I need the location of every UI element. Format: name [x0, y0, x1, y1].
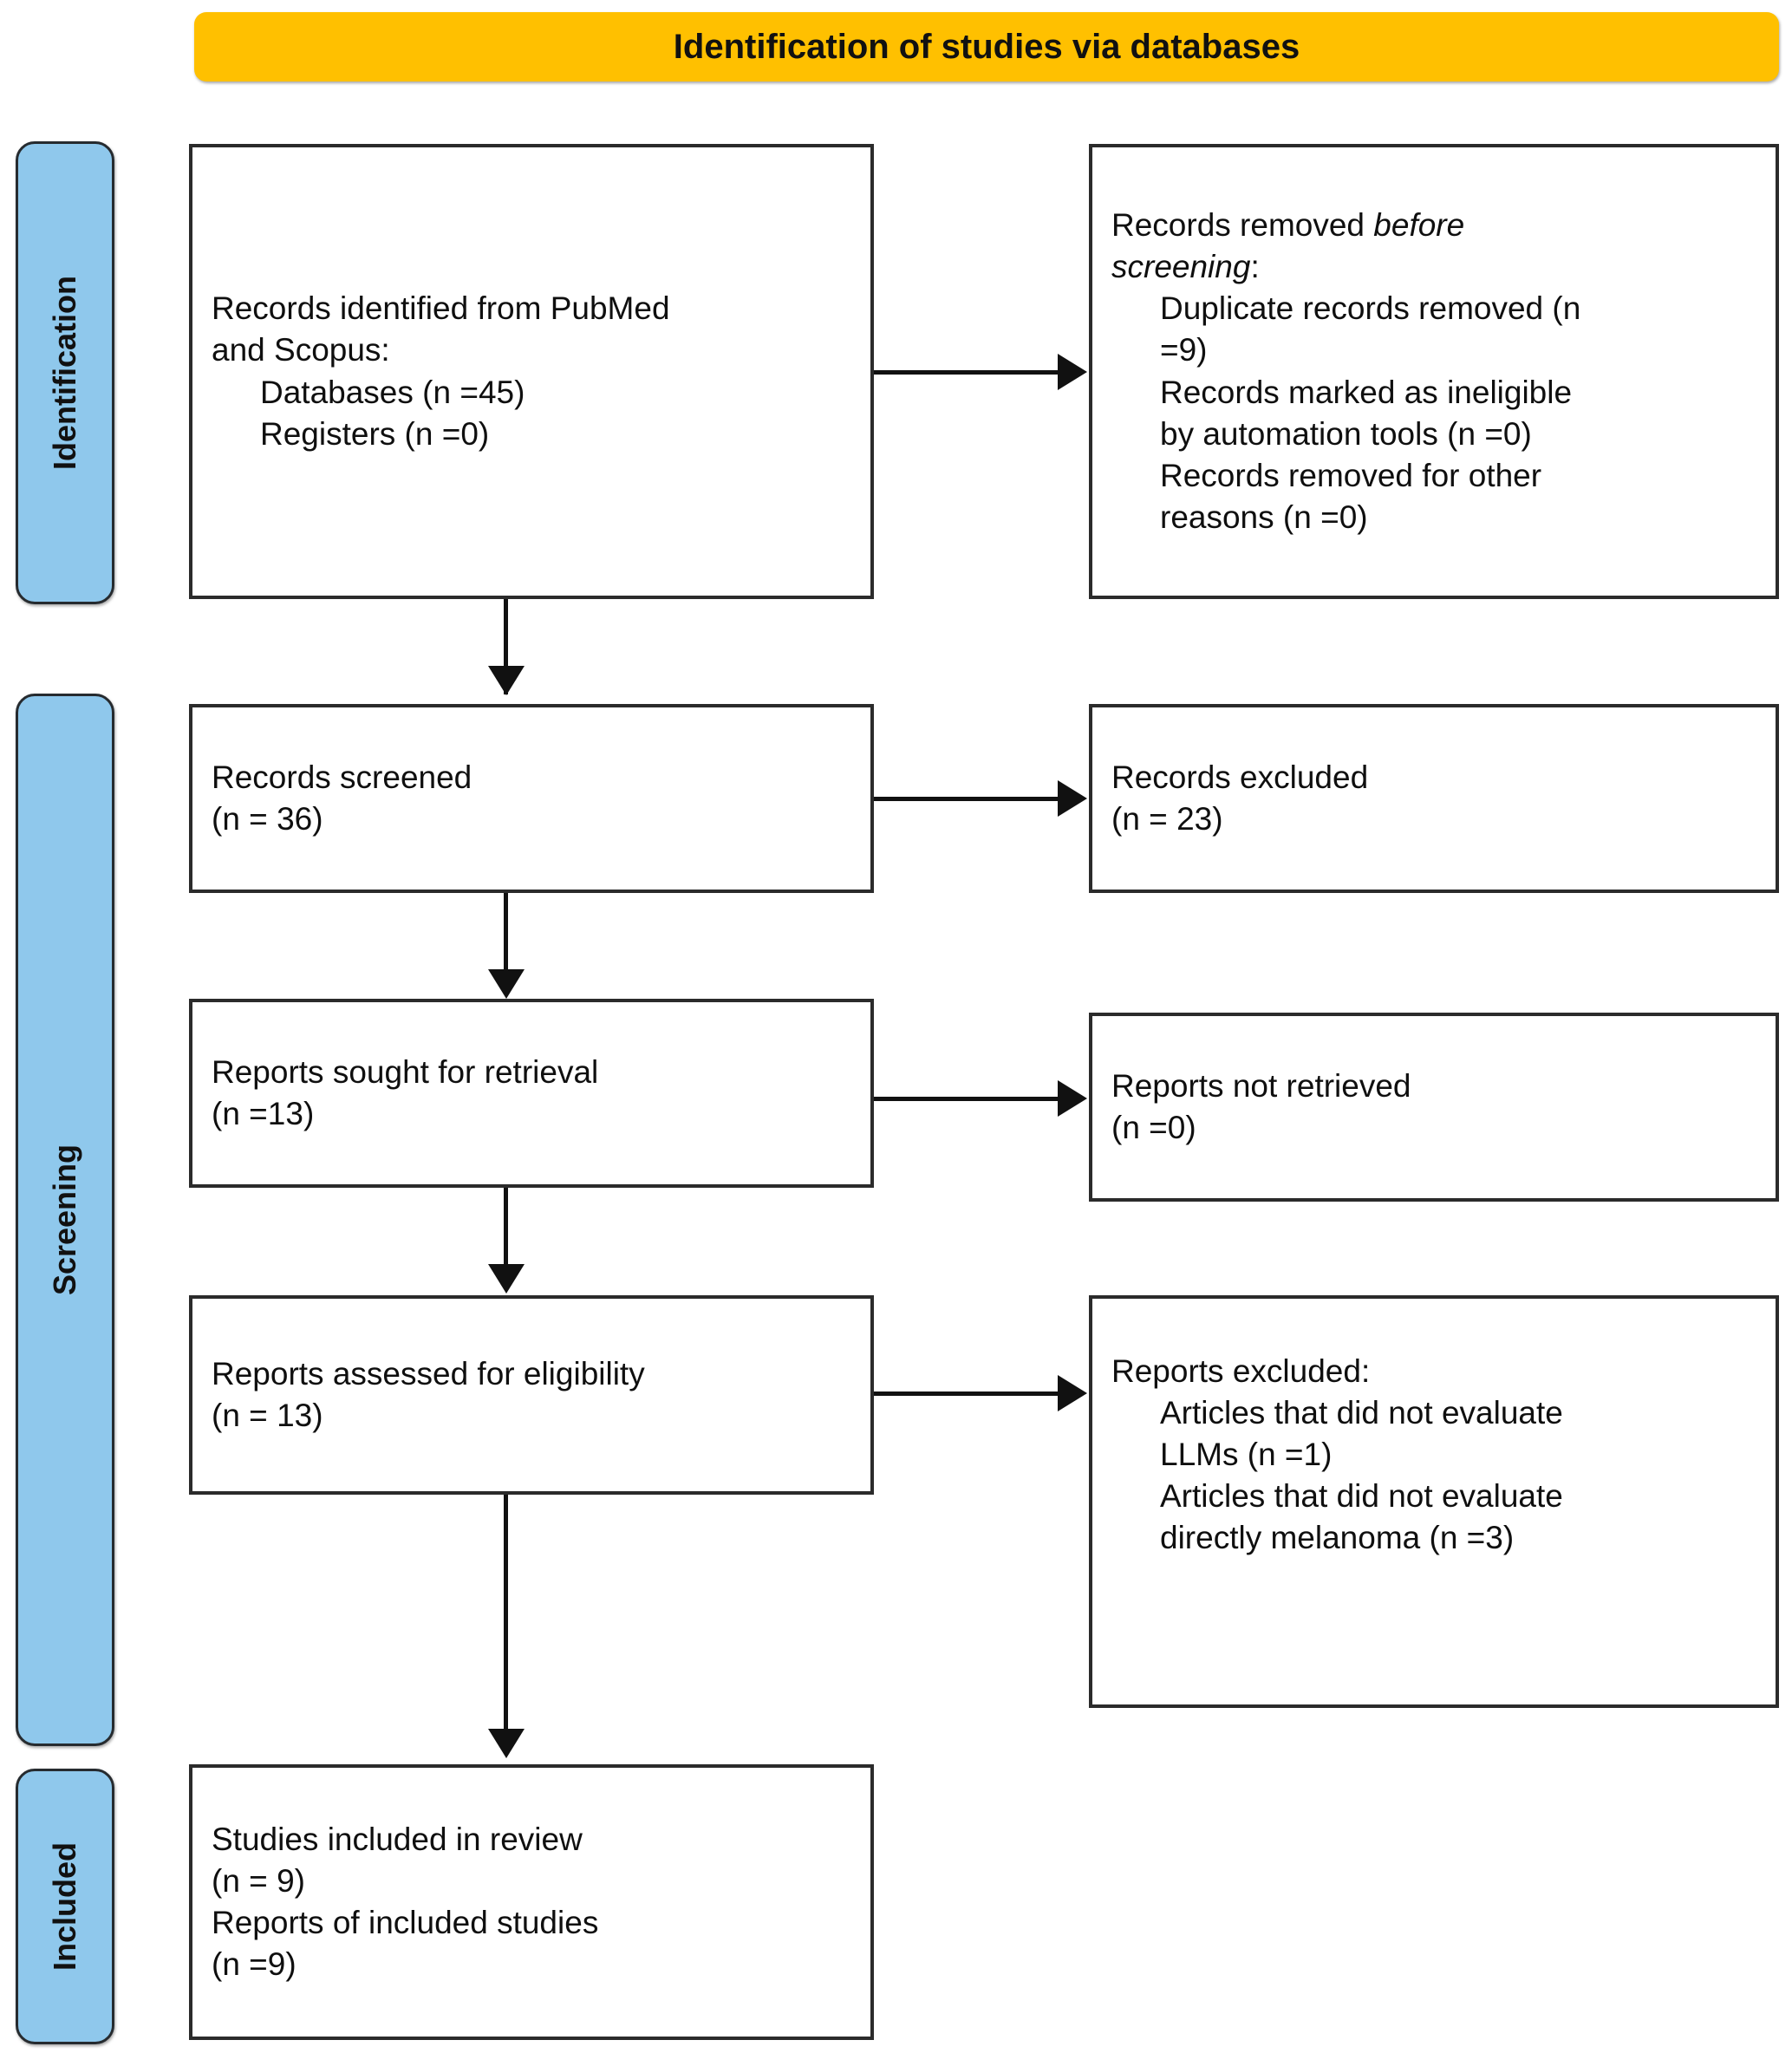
box-reports-excluded: Reports excluded: Articles that did not …	[1089, 1295, 1779, 1708]
reports-excluded-reason-1b: LLMs (n =1)	[1160, 1437, 1333, 1473]
arrow-identified-to-screened-head	[488, 666, 525, 695]
arrow-assessed-to-included-head	[488, 1729, 525, 1758]
stage-label-identification: Identification	[16, 141, 114, 604]
box-records-excluded: Records excluded (n = 23)	[1089, 704, 1779, 893]
arrow-sought-to-assessed-line	[504, 1188, 508, 1264]
page-title: Identification of studies via databases	[673, 27, 1300, 66]
box-records-identified: Records identified from PubMed and Scopu…	[189, 144, 874, 599]
arrow-assessed-to-included-line	[504, 1495, 508, 1729]
reports-of-included-label: Reports of included studies	[212, 1905, 599, 1940]
reports-assessed-count: (n = 13)	[212, 1398, 323, 1433]
records-excluded-count: (n = 23)	[1111, 801, 1223, 837]
box-reports-sought: Reports sought for retrieval (n =13)	[189, 999, 874, 1188]
records-removed-line-2-colon: :	[1250, 249, 1260, 285]
records-removed-line-1-emphasis: before	[1373, 207, 1465, 244]
reports-excluded-reason-1a: Articles that did not evaluate	[1160, 1395, 1563, 1431]
reports-of-included-count: (n =9)	[212, 1946, 296, 1983]
arrow-identified-to-screened-line	[504, 599, 508, 694]
arrow-screened-to-sought-line	[504, 893, 508, 969]
records-removed-ineligible-a: Records marked as ineligible	[1160, 374, 1573, 410]
reports-sought-count: (n =13)	[212, 1096, 315, 1131]
reports-excluded-reason-2b: directly melanoma (n =3)	[1160, 1520, 1515, 1556]
arrow-screened-to-excluded-head	[1058, 780, 1087, 817]
records-removed-duplicates-b: =9)	[1160, 332, 1208, 368]
studies-included-label: Studies included in review	[212, 1821, 583, 1857]
reports-excluded-reason-2a: Articles that did not evaluate	[1160, 1478, 1563, 1515]
arrow-identified-to-removed-line	[874, 370, 1059, 375]
box-reports-not-retrieved: Reports not retrieved (n =0)	[1089, 1013, 1779, 1202]
box-records-screened: Records screened (n = 36)	[189, 704, 874, 893]
stage-label-included: Included	[16, 1769, 114, 2044]
arrow-sought-to-not-retrieved-line	[874, 1097, 1059, 1101]
records-removed-duplicates-a: Duplicate records removed (n	[1160, 290, 1581, 327]
box-records-removed-before-screening: Records removed before screening: Duplic…	[1089, 144, 1779, 599]
header-banner: Identification of studies via databases	[194, 12, 1779, 81]
arrow-assessed-to-excluded-head	[1058, 1375, 1087, 1411]
records-identified-databases: Databases (n =45)	[260, 374, 525, 410]
arrow-sought-to-not-retrieved-head	[1058, 1080, 1087, 1117]
studies-included-count: (n = 9)	[212, 1862, 305, 1899]
arrow-sought-to-assessed-head	[488, 1264, 525, 1294]
records-identified-registers: Registers (n =0)	[260, 415, 490, 452]
reports-assessed-label: Reports assessed for eligibility	[212, 1355, 645, 1391]
records-removed-line-1-prefix: Records removed	[1111, 207, 1374, 244]
records-removed-other-b: reasons (n =0)	[1160, 499, 1368, 535]
records-identified-line-1: Records identified from PubMed	[212, 290, 670, 327]
records-removed-other-a: Records removed for other	[1160, 457, 1542, 493]
records-removed-ineligible-b: by automation tools (n =0)	[1160, 415, 1532, 452]
records-identified-line-2: and Scopus:	[212, 332, 390, 368]
records-screened-label: Records screened	[212, 759, 472, 795]
stage-label-included-text: Included	[47, 1841, 83, 1972]
reports-not-retrieved-count: (n =0)	[1111, 1110, 1196, 1145]
reports-not-retrieved-label: Reports not retrieved	[1111, 1067, 1411, 1104]
reports-sought-label: Reports sought for retrieval	[212, 1053, 599, 1090]
arrow-identified-to-removed-head	[1058, 354, 1087, 390]
records-removed-line-2-emphasis: screening	[1111, 249, 1251, 285]
arrow-screened-to-excluded-line	[874, 797, 1059, 801]
records-removed-line-2: screening:	[1111, 246, 1756, 288]
reports-excluded-label: Reports excluded:	[1111, 1353, 1371, 1389]
box-studies-included: Studies included in review (n = 9) Repor…	[189, 1764, 874, 2040]
stage-label-identification-text: Identification	[47, 276, 82, 470]
records-removed-line-1: Records removed before	[1111, 205, 1756, 246]
records-excluded-label: Records excluded	[1111, 759, 1369, 795]
box-reports-assessed: Reports assessed for eligibility (n = 13…	[189, 1295, 874, 1495]
stage-label-screening: Screening	[16, 694, 114, 1746]
arrow-screened-to-sought-head	[488, 969, 525, 999]
arrow-assessed-to-excluded-line	[874, 1391, 1059, 1396]
records-screened-count: (n = 36)	[212, 801, 323, 837]
stage-label-screening-text: Screening	[47, 1144, 82, 1296]
